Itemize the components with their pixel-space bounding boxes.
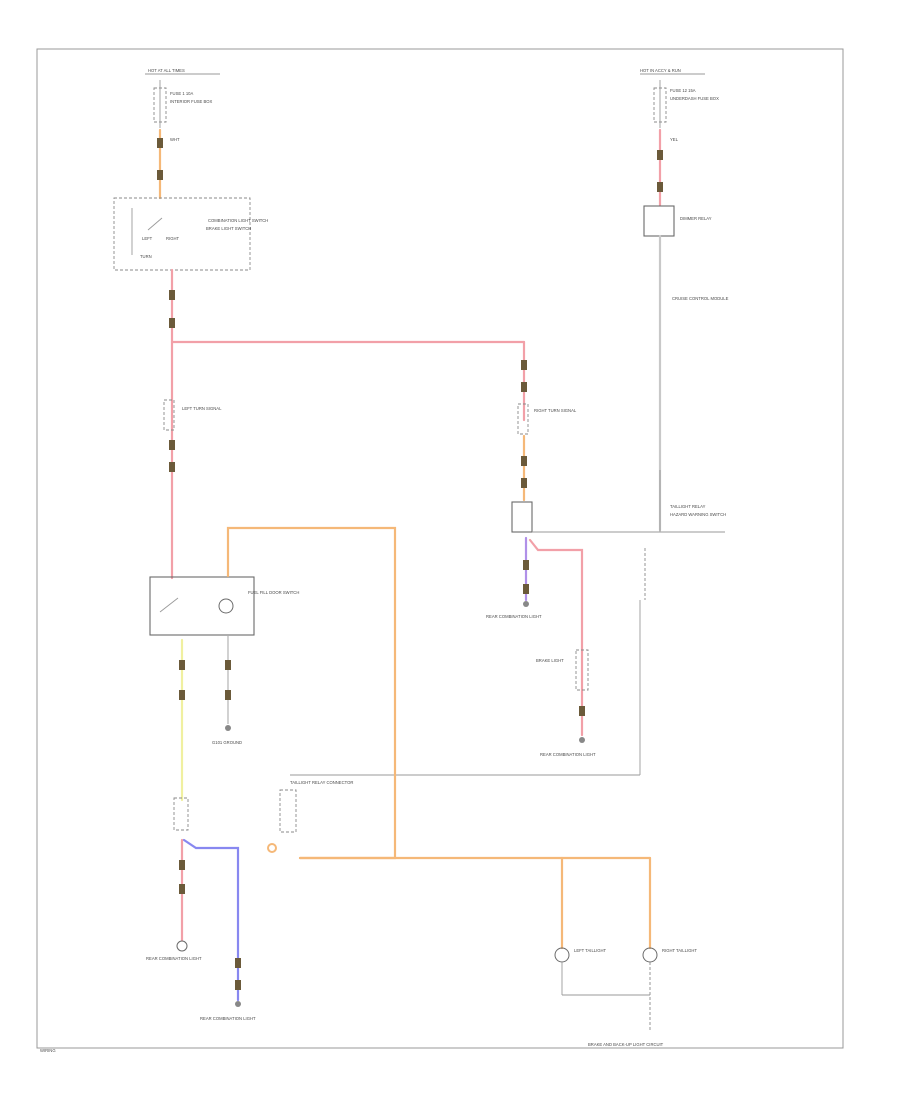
bus-label-left: HOT AT ALL TIMES — [148, 68, 185, 73]
fuel-switch-contact — [159, 597, 179, 613]
diagram-frame — [36, 48, 844, 1049]
left-rear-lamp — [176, 940, 188, 952]
connector-left-14 — [235, 980, 241, 990]
connector-left-5 — [169, 440, 175, 450]
dimmer-relay-box — [643, 205, 675, 237]
fuel-switch-label: FUEL FILL DOOR SWITCH — [248, 590, 299, 595]
connector-left-13 — [235, 958, 241, 968]
ground-g2-label: REAR COMBINATION LIGHT — [486, 614, 542, 619]
fuse-left-label: FUSE 1 10A — [170, 91, 193, 96]
wire-code-right: YEL — [670, 137, 679, 142]
center-junction — [267, 843, 277, 853]
center-note-label: TAILLIGHT RELAY CONNECTOR — [290, 780, 353, 785]
connector-right-1 — [657, 150, 663, 160]
left-taillight-label: LEFT TAILLIGHT — [574, 948, 607, 953]
connector-mid-7 — [579, 706, 585, 716]
fuel-switch-lamp — [218, 598, 234, 614]
footer-right: BRAKE AND BACK-UP LIGHT CIRCUIT — [588, 1042, 664, 1047]
ground-g1 — [225, 725, 231, 731]
fuse-right-label: FUSE 12 15A — [670, 88, 696, 93]
fuel-switch-box — [149, 576, 255, 636]
brake-light-note: BRAKE LIGHT — [536, 658, 564, 663]
right-turn-splice — [517, 403, 529, 435]
combo-sub-label: TURN — [140, 254, 152, 259]
wire-code-left: WHT — [170, 137, 180, 142]
combo-right-label: RIGHT — [166, 236, 179, 241]
ground-g4-label: REAR COMBINATION LIGHT — [146, 956, 202, 961]
center-note-splice — [279, 789, 297, 833]
footer-left: WIRING — [40, 1048, 56, 1053]
wire-pink-to-ground — [528, 538, 584, 737]
left-taillight-lamp — [554, 947, 570, 963]
connector-mid-6 — [523, 584, 529, 594]
connector-mid-5 — [523, 560, 529, 570]
hazard-label: HAZARD WARNING SWITCH — [670, 512, 726, 517]
combo-switch-contact — [147, 217, 163, 231]
connector-left-2 — [157, 170, 163, 180]
ground-g5-label: REAR COMBINATION LIGHT — [200, 1016, 256, 1021]
connector-left-9 — [225, 660, 231, 670]
dimmer-relay-label: DIMMER RELAY — [680, 216, 712, 221]
cruise-module-label: CRUISE CONTROL MODULE — [672, 296, 729, 301]
connector-mid-4 — [521, 478, 527, 488]
ground-g5 — [235, 1001, 241, 1007]
connector-left-11 — [179, 860, 185, 870]
taillight-relay-label: TAILLIGHT RELAY — [670, 504, 706, 509]
ground-g1-label: G101 GROUND — [212, 740, 242, 745]
brake-light-splice — [575, 649, 589, 691]
connector-mid-1 — [521, 360, 527, 370]
right-taillight-label: RIGHT TAILLIGHT — [662, 948, 697, 953]
left-rear-splice — [173, 797, 189, 831]
combination-switch-box — [113, 197, 251, 271]
hazard-relay-box — [511, 501, 533, 533]
bus-label-right: HOT IN ACCY & RUN — [640, 68, 681, 73]
right-taillight-lamp — [642, 947, 658, 963]
connector-left-4 — [169, 318, 175, 328]
right-turn-label: RIGHT TURN SIGNAL — [534, 408, 577, 413]
ground-g2 — [523, 601, 529, 607]
combo-switch-label: COMBINATION LIGHT SWITCH — [208, 218, 268, 223]
left-turn-label: LEFT TURN SIGNAL — [182, 406, 222, 411]
connector-left-12 — [179, 884, 185, 894]
fuse-right-sub: UNDERDASH FUSE BOX — [670, 96, 719, 101]
brake-switch-label: BRAKE LIGHT SWITCH — [206, 226, 251, 231]
ground-g3-label: REAR COMBINATION LIGHT — [540, 752, 596, 757]
connector-left-8 — [179, 690, 185, 700]
connector-left-10 — [225, 690, 231, 700]
ground-g3 — [579, 737, 585, 743]
left-turn-splice — [163, 399, 175, 431]
connector-left-6 — [169, 462, 175, 472]
connector-right-2 — [657, 182, 663, 192]
connector-left-7 — [179, 660, 185, 670]
connector-mid-2 — [521, 382, 527, 392]
fuse-left-sub: INTERIOR FUSE BOX — [170, 99, 213, 104]
wire-blue — [182, 838, 240, 1002]
connector-left-1 — [157, 138, 163, 148]
connector-mid-3 — [521, 456, 527, 466]
connector-left-3 — [169, 290, 175, 300]
combo-left-label: LEFT — [142, 236, 153, 241]
